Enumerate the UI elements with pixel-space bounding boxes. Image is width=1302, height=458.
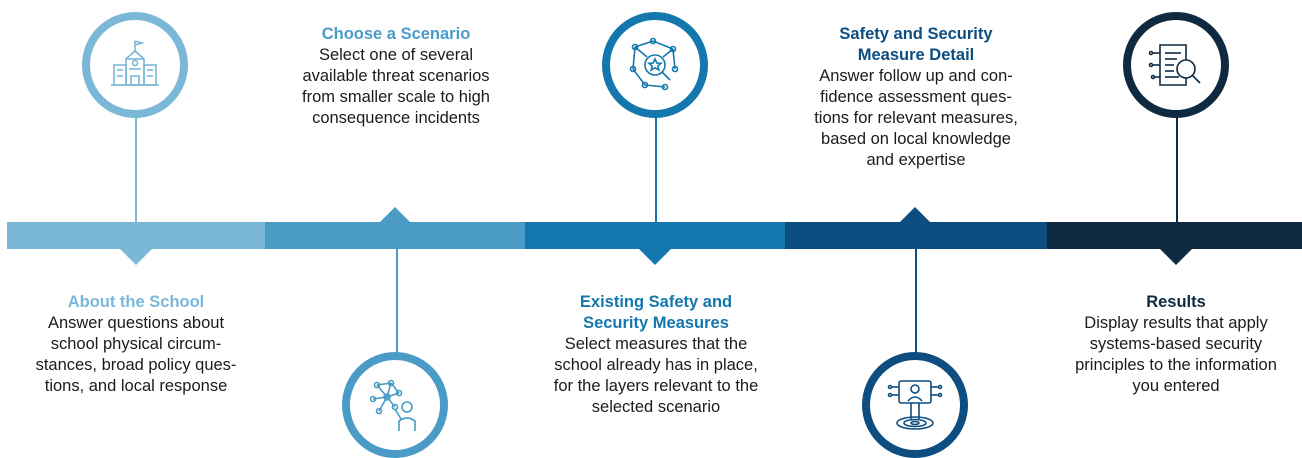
timeline-segment-4 (785, 222, 1047, 249)
timeline-segment-3 (525, 222, 785, 249)
step-3-text: Existing Safety and Security Measures Se… (536, 292, 776, 418)
timeline-pointer-5 (1160, 249, 1192, 265)
timeline-pointer-2 (379, 207, 411, 223)
timeline-segment-2 (265, 222, 525, 249)
connector-line-5 (1176, 115, 1178, 222)
step-5-title: Results (1146, 293, 1206, 311)
connector-line-1 (135, 115, 137, 222)
step-3-description: Select measures that the school already … (553, 335, 759, 416)
timeline-segment-5 (1047, 222, 1302, 249)
step-1-description: Answer questions about school physical c… (35, 314, 237, 395)
step-4-description: Answer follow up and con- fidence assess… (814, 67, 1018, 169)
timeline-segment-1 (7, 222, 265, 249)
timeline-pointer-4 (899, 207, 931, 223)
document-search-icon (1148, 44, 1201, 86)
person-target-icon (887, 380, 943, 430)
step-2-title: Choose a Scenario (321, 25, 471, 43)
step-4-text: Safety and Security Measure Detail Answe… (796, 24, 1036, 171)
step-5-circle (1123, 12, 1229, 118)
step-5-text: Results Display results that apply syste… (1056, 292, 1296, 397)
school-building-icon (111, 40, 159, 86)
step-2-circle (342, 352, 448, 458)
step-1-text: About the School Answer questions about … (16, 292, 256, 397)
step-5-description: Display results that apply systems-based… (1075, 314, 1277, 395)
timeline-pointer-1 (120, 249, 152, 265)
step-2-description: Select one of several available threat s… (302, 46, 490, 127)
step-3-circle (602, 12, 708, 118)
step-1-circle (82, 12, 188, 118)
step-3-title: Existing Safety and Security Measures (579, 293, 733, 332)
network-hand-icon (369, 379, 416, 431)
connector-line-4 (915, 249, 917, 353)
step-2-text: Choose a Scenario Select one of several … (276, 24, 516, 129)
step-4-circle (862, 352, 968, 458)
step-4-title: Safety and Security Measure Detail (839, 25, 993, 64)
network-magnifier-icon (629, 37, 679, 91)
step-1-title: About the School (67, 293, 205, 311)
timeline-pointer-3 (639, 249, 671, 265)
connector-line-2 (396, 249, 398, 353)
connector-line-3 (655, 115, 657, 222)
